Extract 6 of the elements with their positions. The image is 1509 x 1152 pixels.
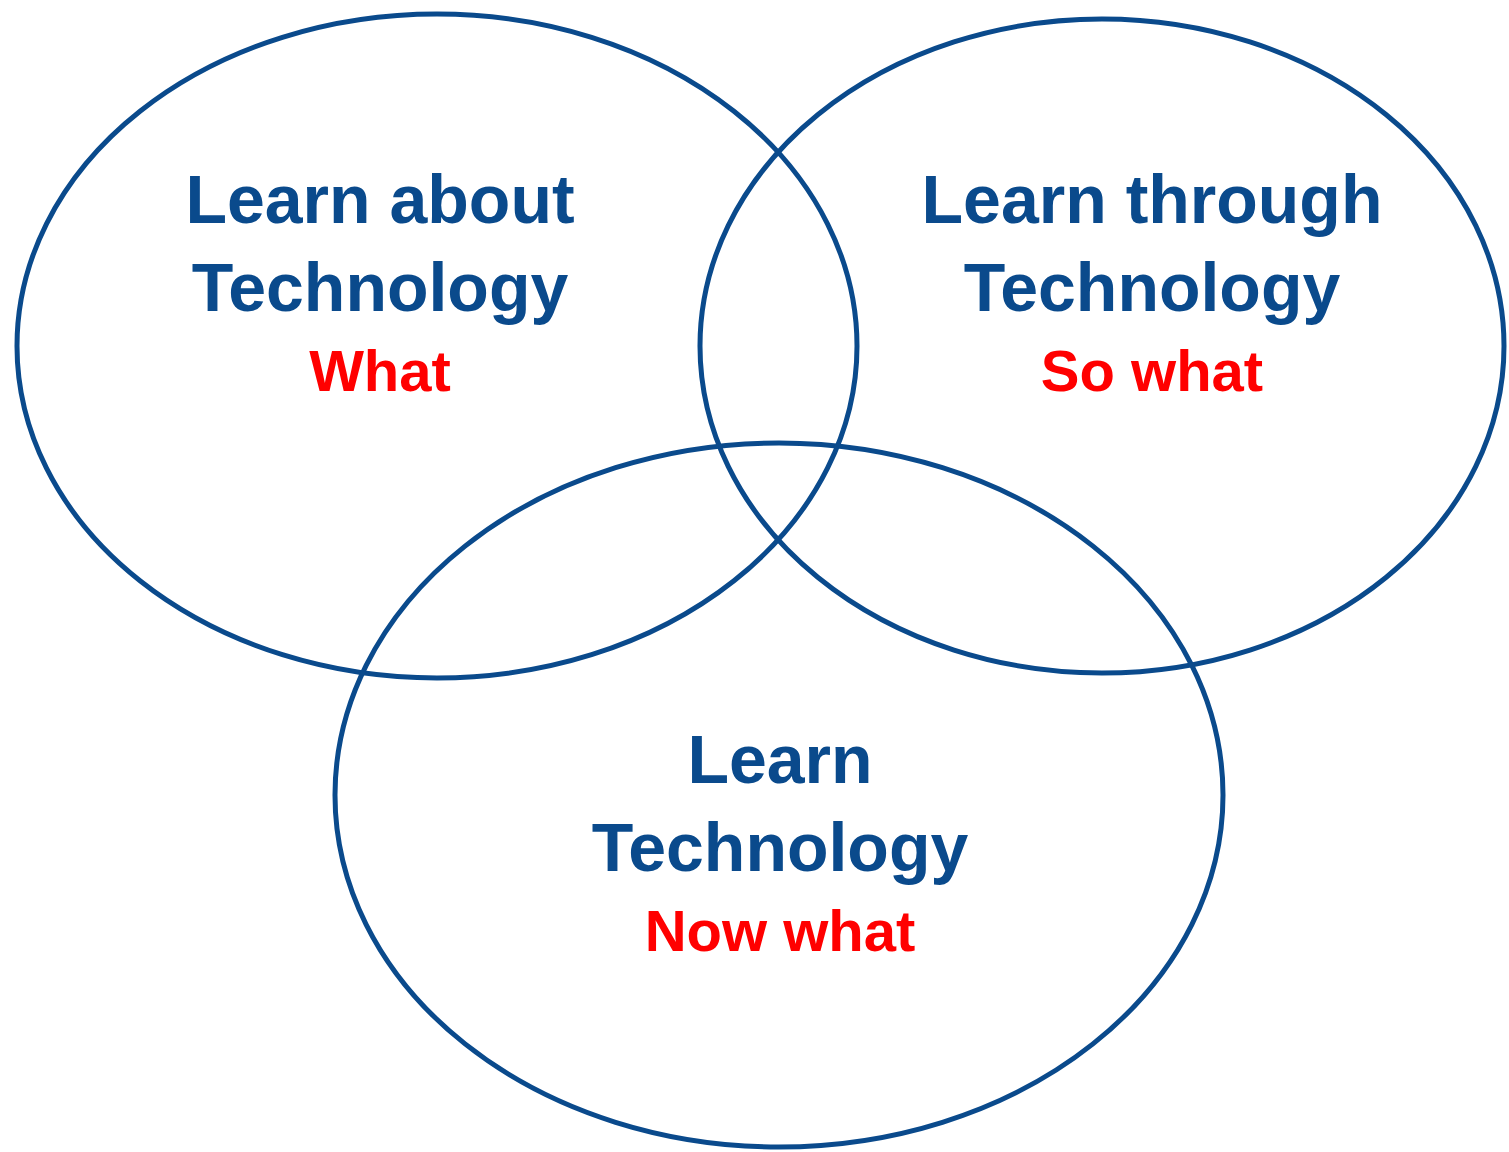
set-title: Learn Technology — [590, 720, 970, 887]
set-title: Learn through Technology — [920, 160, 1384, 327]
set-question: So what — [1040, 337, 1264, 405]
set-question: What — [309, 337, 451, 405]
set-title: Learn about Technology — [184, 160, 576, 327]
set-question: Now what — [644, 897, 916, 965]
